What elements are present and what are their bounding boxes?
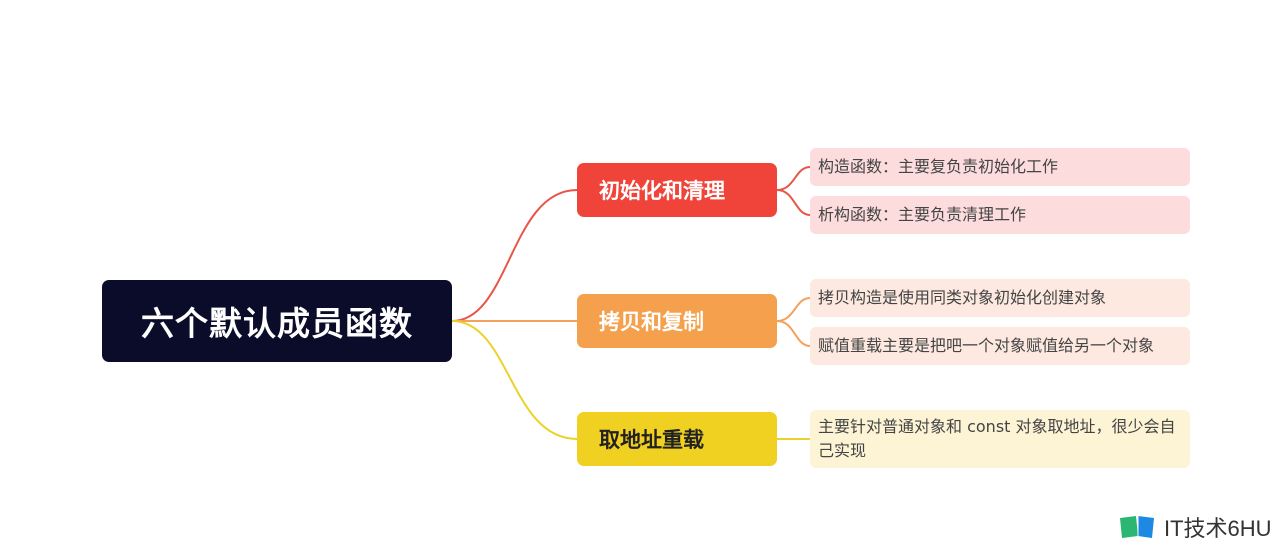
branch-node-copy-assign[interactable]: 拷贝和复制 [577, 294, 777, 348]
watermark-text: IT技术6HU [1164, 516, 1272, 541]
leaf-node-copy-constructor[interactable]: 拷贝构造是使用同类对象初始化创建对象 [810, 279, 1190, 317]
branch-node-init-cleanup[interactable]: 初始化和清理 [577, 163, 777, 217]
book-logo-icon [1118, 514, 1158, 540]
connector-branch-1-leaf-1 [776, 320, 811, 347]
leaf-text: 主要针对普通对象和 const 对象取地址，很少会自己实现 [818, 417, 1176, 460]
leaf-text: 赋值重载主要是把吧一个对象赋值给另一个对象 [818, 336, 1155, 355]
leaf-text: 拷贝构造是使用同类对象初始化创建对象 [818, 288, 1107, 307]
leaf-text: 构造函数：主要复负责初始化工作 [818, 157, 1059, 176]
watermark: IT技术6HU [1118, 512, 1272, 542]
connector-branch-1-leaf-0 [776, 297, 811, 322]
connector-root-branch-2 [451, 320, 578, 440]
root-node[interactable]: 六个默认成员函数 [102, 280, 452, 362]
leaf-text: 析构函数：主要负责清理工作 [818, 205, 1027, 224]
connector-root-branch-0 [451, 189, 578, 322]
leaf-node-address-of[interactable]: 主要针对普通对象和 const 对象取地址，很少会自己实现 [810, 410, 1190, 468]
leaf-node-destructor[interactable]: 析构函数：主要负责清理工作 [810, 196, 1190, 234]
connector-branch-0-leaf-1 [776, 189, 811, 216]
leaf-node-constructor[interactable]: 构造函数：主要复负责初始化工作 [810, 148, 1190, 186]
branch-node-address-overload[interactable]: 取地址重载 [577, 412, 777, 466]
leaf-node-assignment-overload[interactable]: 赋值重载主要是把吧一个对象赋值给另一个对象 [810, 327, 1190, 365]
connector-branch-0-leaf-0 [776, 166, 811, 191]
